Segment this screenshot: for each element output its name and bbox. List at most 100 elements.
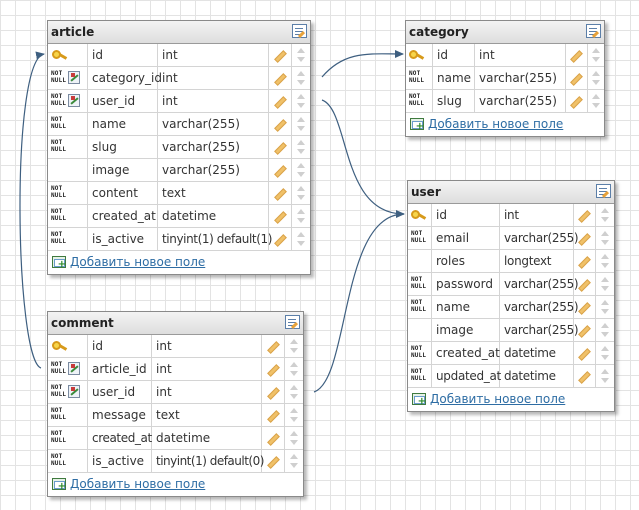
pencil-icon[interactable]	[578, 371, 591, 384]
pencil-icon[interactable]	[273, 96, 287, 109]
reorder-icon[interactable]	[289, 338, 299, 354]
reorder-icon[interactable]	[296, 139, 306, 155]
pencil-icon[interactable]	[578, 233, 591, 246]
reorder-icon[interactable]	[289, 384, 299, 400]
reorder-icon[interactable]	[289, 407, 299, 423]
reorder-icon[interactable]	[296, 231, 306, 247]
reorder-icon[interactable]	[289, 430, 299, 446]
reorder-icon[interactable]	[600, 253, 610, 269]
reorder-icon[interactable]	[296, 185, 306, 201]
pencil-icon[interactable]	[273, 50, 287, 63]
reorder-icon[interactable]	[600, 299, 610, 315]
table-header[interactable]: article	[48, 21, 310, 44]
table-row[interactable]: id int	[408, 204, 614, 227]
reorder-icon[interactable]	[296, 70, 306, 86]
pencil-icon[interactable]	[570, 73, 583, 86]
pencil-icon[interactable]	[266, 410, 280, 423]
reorder-icon[interactable]	[289, 453, 299, 469]
add-field-icon[interactable]	[412, 393, 426, 407]
reorder-icon[interactable]	[289, 361, 299, 377]
add-field-link[interactable]: Добавить новое поле	[428, 117, 564, 131]
table-header[interactable]: comment	[48, 312, 303, 335]
table-row[interactable]: image varchar(255)	[48, 159, 310, 182]
add-field-link[interactable]: Добавить новое поле	[430, 392, 566, 406]
pencil-icon[interactable]	[266, 456, 280, 469]
add-field-icon[interactable]	[52, 256, 66, 270]
pencil-icon[interactable]	[578, 325, 591, 338]
pencil-icon[interactable]	[273, 142, 287, 155]
table-row[interactable]: roles longtext	[408, 250, 614, 273]
pencil-icon[interactable]	[578, 210, 591, 223]
reorder-icon[interactable]	[296, 93, 306, 109]
edit-table-icon[interactable]	[586, 24, 601, 38]
add-field-link[interactable]: Добавить новое поле	[70, 255, 206, 269]
reorder-icon[interactable]	[591, 70, 601, 86]
pencil-icon[interactable]	[273, 188, 287, 201]
pencil-icon[interactable]	[266, 364, 280, 377]
reorder-icon[interactable]	[296, 162, 306, 178]
table-row[interactable]: id int	[48, 335, 303, 358]
pencil-icon[interactable]	[273, 234, 287, 247]
reorder-icon[interactable]	[600, 322, 610, 338]
pencil-icon[interactable]	[578, 348, 591, 361]
add-field-icon[interactable]	[52, 478, 66, 492]
pencil-icon[interactable]	[273, 73, 287, 86]
pencil-icon[interactable]	[266, 433, 280, 446]
table-row[interactable]: image varchar(255)	[408, 319, 614, 342]
reorder-icon[interactable]	[296, 208, 306, 224]
field-type: varchar(255)	[500, 319, 579, 341]
reorder-icon[interactable]	[591, 93, 601, 109]
reorder-icon[interactable]	[296, 47, 306, 63]
table-header[interactable]: user	[408, 181, 614, 204]
pencil-icon[interactable]	[578, 256, 591, 269]
reorder-icon[interactable]	[600, 276, 610, 292]
pencil-icon[interactable]	[273, 119, 287, 132]
reorder-icon[interactable]	[600, 345, 610, 361]
table-row[interactable]: id int	[406, 44, 604, 67]
pencil-icon[interactable]	[273, 165, 287, 178]
table-row[interactable]: id int	[48, 44, 310, 67]
table-header[interactable]: category	[406, 21, 604, 44]
edit-table-icon[interactable]	[292, 24, 307, 38]
pencil-icon[interactable]	[578, 302, 591, 315]
reorder-icon[interactable]	[591, 47, 601, 63]
reorder-icon[interactable]	[600, 230, 610, 246]
reorder-icon[interactable]	[296, 116, 306, 132]
pencil-icon[interactable]	[273, 211, 287, 224]
reorder-icon[interactable]	[600, 207, 610, 223]
add-field-icon[interactable]	[410, 118, 424, 132]
pencil-icon[interactable]	[570, 50, 583, 63]
pencil-icon[interactable]	[266, 387, 280, 400]
edit-table-icon[interactable]	[285, 315, 300, 329]
edit-table-icon[interactable]	[596, 184, 611, 198]
reorder-icon[interactable]	[600, 368, 610, 384]
add-field-link[interactable]: Добавить новое поле	[70, 477, 206, 491]
pencil-icon[interactable]	[570, 96, 583, 109]
pencil-icon[interactable]	[578, 279, 591, 292]
pencil-icon[interactable]	[266, 341, 280, 354]
